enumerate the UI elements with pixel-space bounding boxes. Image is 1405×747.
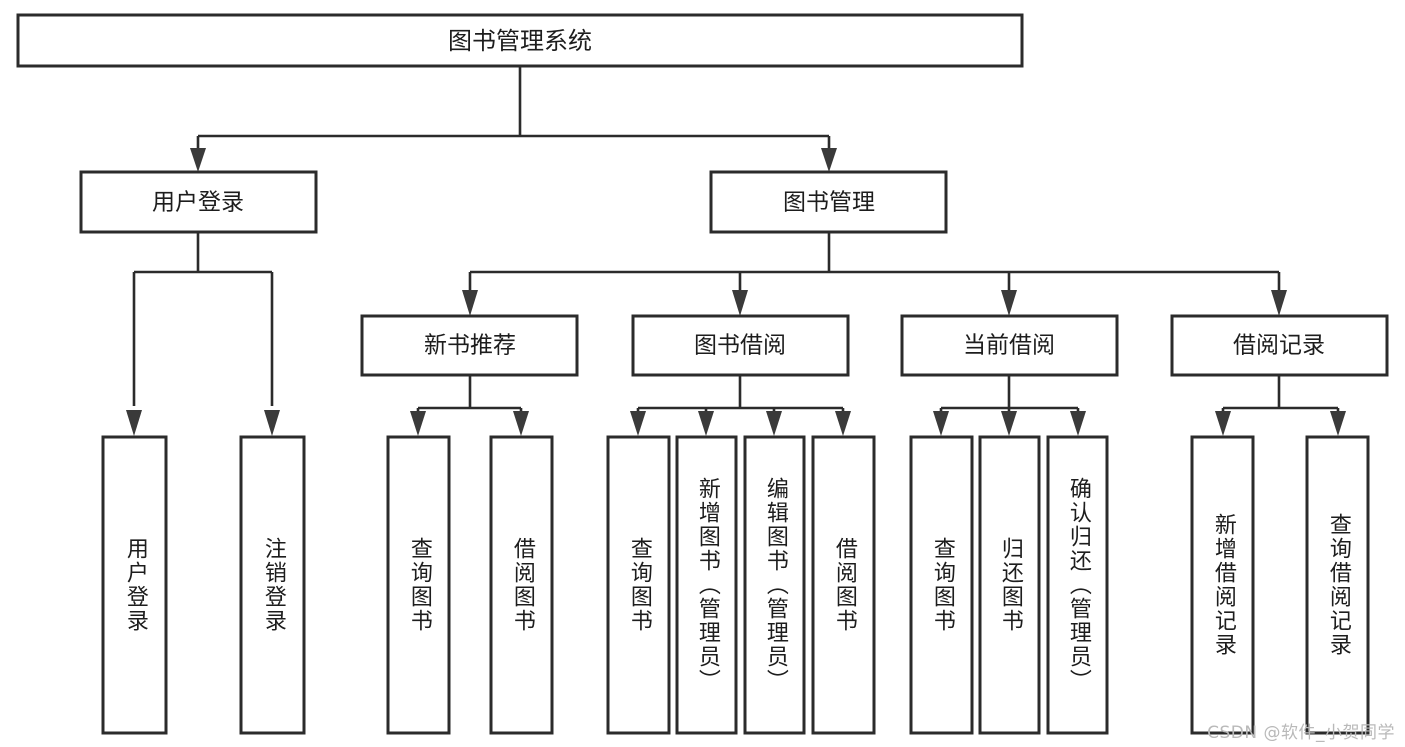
node-book-manage-box[interactable]	[709, 170, 948, 234]
node-user-login[interactable]: 用户登录	[79, 170, 318, 234]
node-root[interactable]: 图书管理系统	[16, 13, 1024, 68]
connector-bookmanage-bus	[468, 232, 1281, 292]
leaf-box-bb-borrow-book[interactable]	[811, 435, 876, 735]
arrowhead-leaf-cb-confirm	[1070, 411, 1086, 436]
arrowhead-leaf-bb-query	[630, 411, 646, 436]
watermark-text: CSDN @软件_小贺同学	[1207, 723, 1395, 743]
leaf-box-bb-edit-book[interactable]	[743, 435, 806, 735]
node-new-book-recommend-box[interactable]	[360, 314, 579, 377]
leaf-box-cb-query-book[interactable]	[909, 435, 974, 735]
connector-userlogin-bus	[132, 232, 274, 406]
node-borrow-record-label: 借阅记录	[1233, 333, 1325, 359]
connector-borrowrecord-bus	[1221, 375, 1340, 418]
arrowhead-leaf-logout	[264, 410, 280, 436]
leaf-boxes-layer	[101, 435, 1370, 735]
connector-root-bus	[196, 66, 831, 160]
node-root-box[interactable]	[16, 13, 1024, 68]
arrowhead-leaf-bb-edit	[766, 411, 782, 436]
connector-newbook-bus	[416, 375, 523, 418]
node-book-borrow-label: 图书借阅	[694, 333, 786, 359]
node-borrow-record-box[interactable]	[1170, 314, 1389, 377]
node-new-book-recommend-label: 新书推荐	[424, 333, 516, 359]
connectors-layer	[126, 66, 1346, 436]
arrowhead-leaf-cb-query	[933, 411, 949, 436]
leaf-box-cb-confirm-return[interactable]	[1046, 435, 1109, 735]
arrowhead-leaf-user-login	[126, 410, 142, 436]
arrowhead-leaf-br-add	[1215, 411, 1231, 436]
arrowhead-to-borrow-record	[1271, 290, 1287, 316]
connector-bookborrow-bus	[636, 375, 845, 418]
arrowhead-leaf-cb-return	[1001, 411, 1017, 436]
arrowhead-to-book-borrow	[732, 290, 748, 316]
leaf-box-br-query-record[interactable]	[1305, 435, 1370, 735]
leaf-box-nb-query-book[interactable]	[386, 435, 451, 735]
leaf-box-bb-query-book[interactable]	[606, 435, 671, 735]
node-current-borrow-box[interactable]	[900, 314, 1119, 377]
node-new-book-recommend[interactable]: 新书推荐	[360, 314, 579, 377]
node-borrow-record[interactable]: 借阅记录	[1170, 314, 1389, 377]
arrowhead-to-user-login	[190, 148, 206, 172]
arrowhead-to-book-manage	[821, 148, 837, 172]
arrowhead-leaf-bb-borrow	[835, 411, 851, 436]
arrowhead-leaf-bb-add	[698, 411, 714, 436]
leaf-box-nb-borrow-book[interactable]	[489, 435, 554, 735]
node-user-login-box[interactable]	[79, 170, 318, 234]
arrowhead-leaf-br-query	[1330, 411, 1346, 436]
leaf-box-br-add-record[interactable]	[1190, 435, 1255, 735]
arrowhead-leaf-nb-query	[410, 411, 426, 436]
node-user-login-label: 用户登录	[152, 190, 244, 216]
node-book-manage-label: 图书管理	[783, 190, 875, 216]
node-current-borrow[interactable]: 当前借阅	[900, 314, 1119, 377]
node-root-label: 图书管理系统	[448, 27, 592, 55]
arrowhead-to-new-book	[462, 290, 478, 316]
node-book-borrow[interactable]: 图书借阅	[631, 314, 850, 377]
leaf-box-bb-add-book[interactable]	[675, 435, 738, 735]
node-book-borrow-box[interactable]	[631, 314, 850, 377]
node-book-manage[interactable]: 图书管理	[709, 170, 948, 234]
node-current-borrow-label: 当前借阅	[963, 333, 1055, 359]
leaf-box-logout[interactable]	[239, 435, 306, 735]
leaf-box-user-login[interactable]	[101, 435, 168, 735]
leaf-box-cb-return-book[interactable]	[978, 435, 1041, 735]
arrowhead-leaf-nb-borrow	[513, 411, 529, 436]
arrowhead-to-current-borrow	[1001, 290, 1017, 316]
